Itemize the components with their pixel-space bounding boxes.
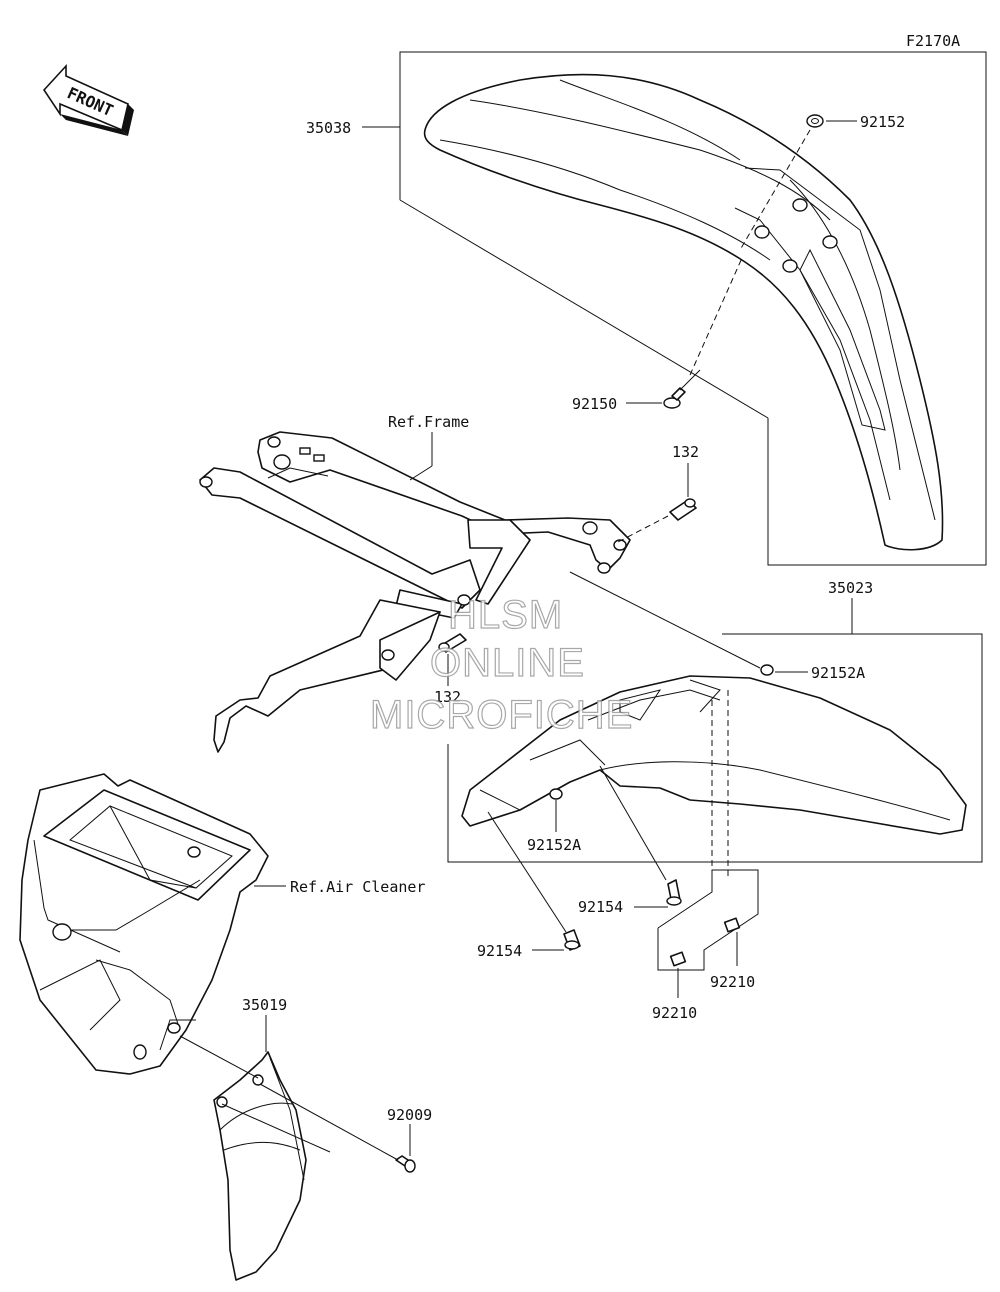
- part-label-92152A-upper: 92152A: [811, 664, 865, 682]
- bolt-92150: [663, 369, 701, 409]
- screw-92009: [395, 1155, 416, 1173]
- part-label-132-upper: 132: [672, 443, 699, 461]
- bolt-92154-right: [666, 879, 682, 906]
- mud-guard-35019: [213, 1051, 307, 1281]
- nut-92152A-lower: [549, 788, 563, 800]
- bolt-132-lower: [438, 633, 467, 653]
- part-label-35019: 35019: [242, 996, 287, 1014]
- front-arrow-icon: FRONT: [42, 63, 134, 136]
- part-label-92152: 92152: [860, 113, 905, 131]
- ref-frame-label: Ref.Frame: [388, 413, 469, 431]
- bolt-132-upper: [669, 498, 697, 521]
- part-label-92152A-lower: 92152A: [527, 836, 581, 854]
- watermark-line-1: HLSM: [448, 593, 563, 637]
- part-label-92009: 92009: [387, 1106, 432, 1124]
- figure-code: F2170A: [906, 32, 960, 50]
- nut-92152: [806, 114, 824, 128]
- watermark-line-3: MICROFICHE: [370, 693, 633, 737]
- rear-fender-box: [447, 633, 983, 863]
- part-label-92154-right: 92154: [578, 898, 623, 916]
- sub-frame: [199, 431, 631, 753]
- part-label-35023: 35023: [828, 579, 873, 597]
- ref-air-cleaner-label: Ref.Air Cleaner: [290, 878, 425, 896]
- front-fender-35038: [423, 73, 944, 551]
- watermark: HLSM ONLINE MICROFICHE: [369, 592, 633, 737]
- part-label-92150: 92150: [572, 395, 617, 413]
- nut-92152A-upper: [760, 664, 774, 676]
- part-label-92154-left: 92154: [477, 942, 522, 960]
- part-label-92210-left: 92210: [652, 1004, 697, 1022]
- part-label-132-lower: 132: [434, 688, 461, 706]
- air-cleaner-box: [19, 773, 269, 1075]
- clip-box-92210: [657, 869, 759, 971]
- bolt-92154-left: [563, 929, 581, 951]
- part-label-92210-right: 92210: [710, 973, 755, 991]
- clip-92210-left: [669, 951, 687, 967]
- clip-92210-right: [723, 917, 741, 933]
- watermark-line-2: ONLINE: [430, 641, 585, 685]
- part-label-35038: 35038: [306, 119, 351, 137]
- front-fender-box: [399, 51, 987, 566]
